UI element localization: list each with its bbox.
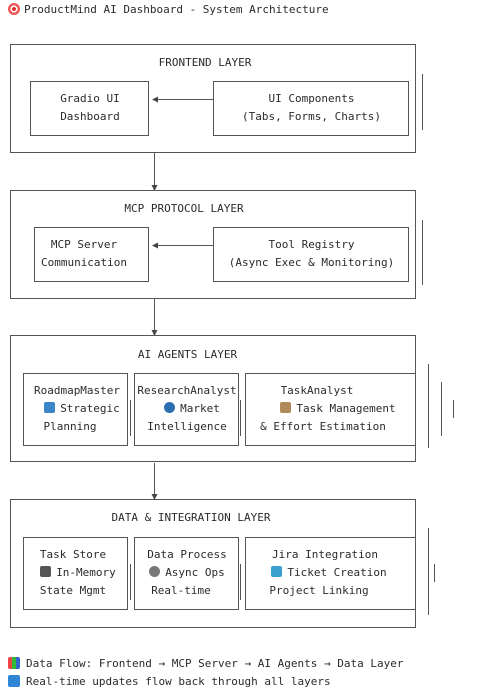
task-store-box (23, 537, 131, 610)
gradio-ui-label: Gradio UI Dashboard (60, 92, 120, 123)
mcp-server-label: MCP Server Communication (40, 238, 128, 269)
tool-registry-box (213, 227, 409, 282)
bar-chart-icon (8, 657, 20, 669)
jira-integration-label: Jira Integration Ticket Creation Project… (269, 548, 387, 597)
magnifier-icon (164, 402, 176, 413)
data-process-label: Data Process Async Ops Real-time (147, 548, 227, 597)
task-store-label: Task Store In-Memory State Mgmt (39, 548, 116, 597)
data-layer-title: DATA & INTEGRATION LAYER (111, 511, 271, 524)
floppy-disk-icon (40, 566, 52, 577)
realtime-note: Real-time updates flow back through all … (8, 674, 331, 690)
clipboard-icon (280, 402, 292, 413)
mcp-layer-frame (10, 190, 423, 299)
frontend-layer-frame (10, 44, 423, 153)
researchanalyst-label: ResearchAnalyst Market Intelligence (137, 384, 237, 433)
gradio-ui-box (30, 81, 149, 136)
refresh-icon (8, 675, 20, 687)
target-icon (8, 3, 20, 15)
data-process-box (134, 537, 241, 610)
roadmapmaster-box (23, 373, 131, 446)
book-icon (44, 402, 56, 413)
agents-layer-title: AI AGENTS LAYER (137, 348, 238, 361)
ui-components-label: UI Components (Tabs, Forms, Charts) (241, 92, 382, 123)
frontend-layer-title: FRONTEND LAYER (158, 56, 252, 69)
mcp-server-box (34, 227, 149, 282)
mcp-layer-title: MCP PROTOCOL LAYER (124, 202, 244, 215)
data-flow-note: Data Flow: Frontend → MCP Server → AI Ag… (8, 656, 404, 672)
diagram-title: ProductMind AI Dashboard - System Archit… (8, 2, 329, 18)
taskanalyst-box (245, 373, 454, 446)
jira-integration-box (245, 537, 435, 610)
ui-components-box (213, 81, 409, 136)
researchanalyst-box (134, 373, 241, 446)
gear-icon (149, 566, 161, 577)
tool-registry-label: Tool Registry (Async Exec & Monitoring) (228, 238, 395, 269)
roadmapmaster-label: RoadmapMaster Strategic Planning (33, 384, 121, 433)
taskanalyst-label: TaskAnalyst Task Management & Effort Est… (260, 384, 396, 433)
ticket-icon (271, 566, 283, 577)
